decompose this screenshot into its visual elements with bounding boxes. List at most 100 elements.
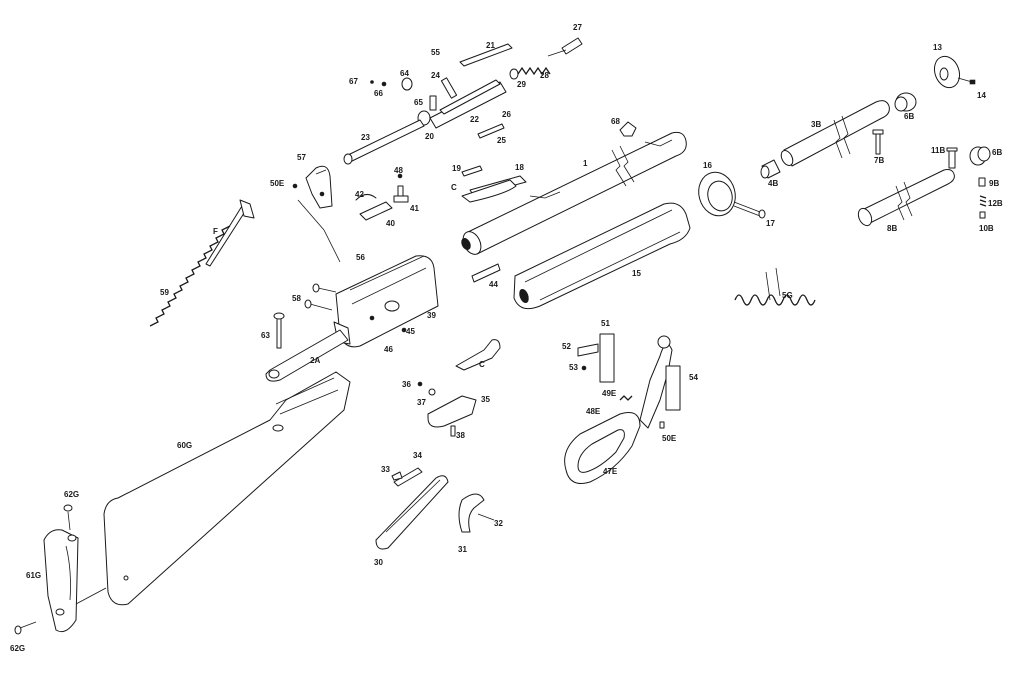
label-39: 39 (427, 311, 436, 320)
barrel-band-part (698, 171, 766, 219)
label-61G: 61G (26, 571, 41, 580)
magazine-tube-part (780, 100, 890, 167)
label-6B-a: 6B (904, 112, 914, 121)
label-36: 36 (402, 380, 411, 389)
label-48E: 48E (586, 407, 601, 416)
mainspring (149, 225, 231, 327)
band-13-part (933, 55, 976, 89)
label-47E: 47E (603, 467, 618, 476)
label-21: 21 (486, 41, 495, 50)
part-labels: 1 2A 3B 4B 5G 6B 6B 7B 8B 9B 10B 11B 12B… (10, 23, 1003, 653)
label-1: 1 (583, 159, 588, 168)
label-34: 34 (413, 451, 422, 460)
label-50E-b: 50E (662, 434, 677, 443)
label-32: 32 (494, 519, 503, 528)
label-26: 26 (502, 110, 511, 119)
trigger-plate-part (375, 475, 495, 550)
buttplate-screws-part (14, 504, 73, 635)
label-49E: 49E (602, 389, 617, 398)
cartridge-stop-part (455, 339, 501, 371)
label-29: 29 (517, 80, 526, 89)
label-22: 22 (470, 115, 479, 124)
follower-cluster-part (946, 146, 991, 219)
label-31: 31 (458, 545, 467, 554)
label-65: 65 (414, 98, 423, 107)
label-58: 58 (292, 294, 301, 303)
part-44 (471, 263, 501, 283)
label-42: 42 (355, 190, 364, 199)
forend-part (513, 202, 691, 310)
label-27: 27 (573, 23, 582, 32)
sear-group-part (355, 173, 409, 221)
label-37: 37 (417, 398, 426, 407)
label-23: 23 (361, 133, 370, 142)
magazine-cap-part (894, 92, 917, 112)
label-18: 18 (515, 163, 524, 172)
label-51: 51 (601, 319, 610, 328)
ejector-part (461, 165, 527, 203)
label-15: 15 (632, 269, 641, 278)
label-52: 52 (562, 342, 571, 351)
label-33: 33 (381, 465, 390, 474)
front-sight-part (619, 121, 637, 137)
label-C-b: C (479, 360, 485, 369)
label-38: 38 (456, 431, 465, 440)
buttplate-part (43, 529, 107, 633)
label-30: 30 (374, 558, 383, 567)
label-62G-b: 62G (10, 644, 25, 653)
label-40: 40 (386, 219, 395, 228)
label-59: 59 (160, 288, 169, 297)
label-46: 46 (384, 345, 393, 354)
label-4B: 4B (768, 179, 778, 188)
label-55: 55 (431, 48, 440, 57)
lever-arm-part (265, 329, 349, 382)
label-10B: 10B (979, 224, 994, 233)
label-2A: 2A (310, 356, 320, 365)
barrel-part (461, 131, 687, 255)
screw-7b-part (872, 129, 884, 155)
label-14: 14 (977, 91, 986, 100)
label-12B: 12B (988, 199, 1003, 208)
label-35: 35 (481, 395, 490, 404)
label-62G-a: 62G (64, 490, 79, 499)
label-9B: 9B (989, 179, 999, 188)
buttstock-part (103, 371, 351, 606)
label-64: 64 (400, 69, 409, 78)
label-7B: 7B (874, 156, 884, 165)
label-8B: 8B (887, 224, 897, 233)
label-20: 20 (425, 132, 434, 141)
label-48: 48 (394, 166, 403, 175)
label-F: F (213, 227, 218, 236)
mainspring-strut-part (205, 199, 255, 267)
finger-lever-part (564, 335, 673, 484)
label-66: 66 (374, 89, 383, 98)
bolt-assembly-part (343, 37, 583, 165)
label-25: 25 (497, 136, 506, 145)
label-56: 56 (356, 253, 365, 262)
label-5G: 5G (782, 291, 793, 300)
label-17: 17 (766, 219, 775, 228)
locking-block-part (577, 333, 681, 429)
label-57: 57 (297, 153, 306, 162)
label-54: 54 (689, 373, 698, 382)
label-41: 41 (410, 204, 419, 213)
label-68: 68 (611, 117, 620, 126)
pin-63-part (273, 312, 285, 349)
magazine-spring (734, 294, 816, 306)
plug-ring-part (760, 159, 781, 179)
label-50E-a: 50E (270, 179, 285, 188)
label-45: 45 (406, 327, 415, 336)
label-6B-b: 6B (992, 148, 1002, 157)
screw-58-part (304, 283, 337, 311)
label-24: 24 (431, 71, 440, 80)
label-28: 28 (540, 71, 549, 80)
carrier-part (417, 381, 477, 437)
receiver-part (333, 255, 439, 348)
label-60G: 60G (177, 441, 192, 450)
label-16: 16 (703, 161, 712, 170)
spring-34-part (391, 467, 423, 487)
label-63: 63 (261, 331, 270, 340)
label-67: 67 (349, 77, 358, 86)
label-3B: 3B (811, 120, 821, 129)
